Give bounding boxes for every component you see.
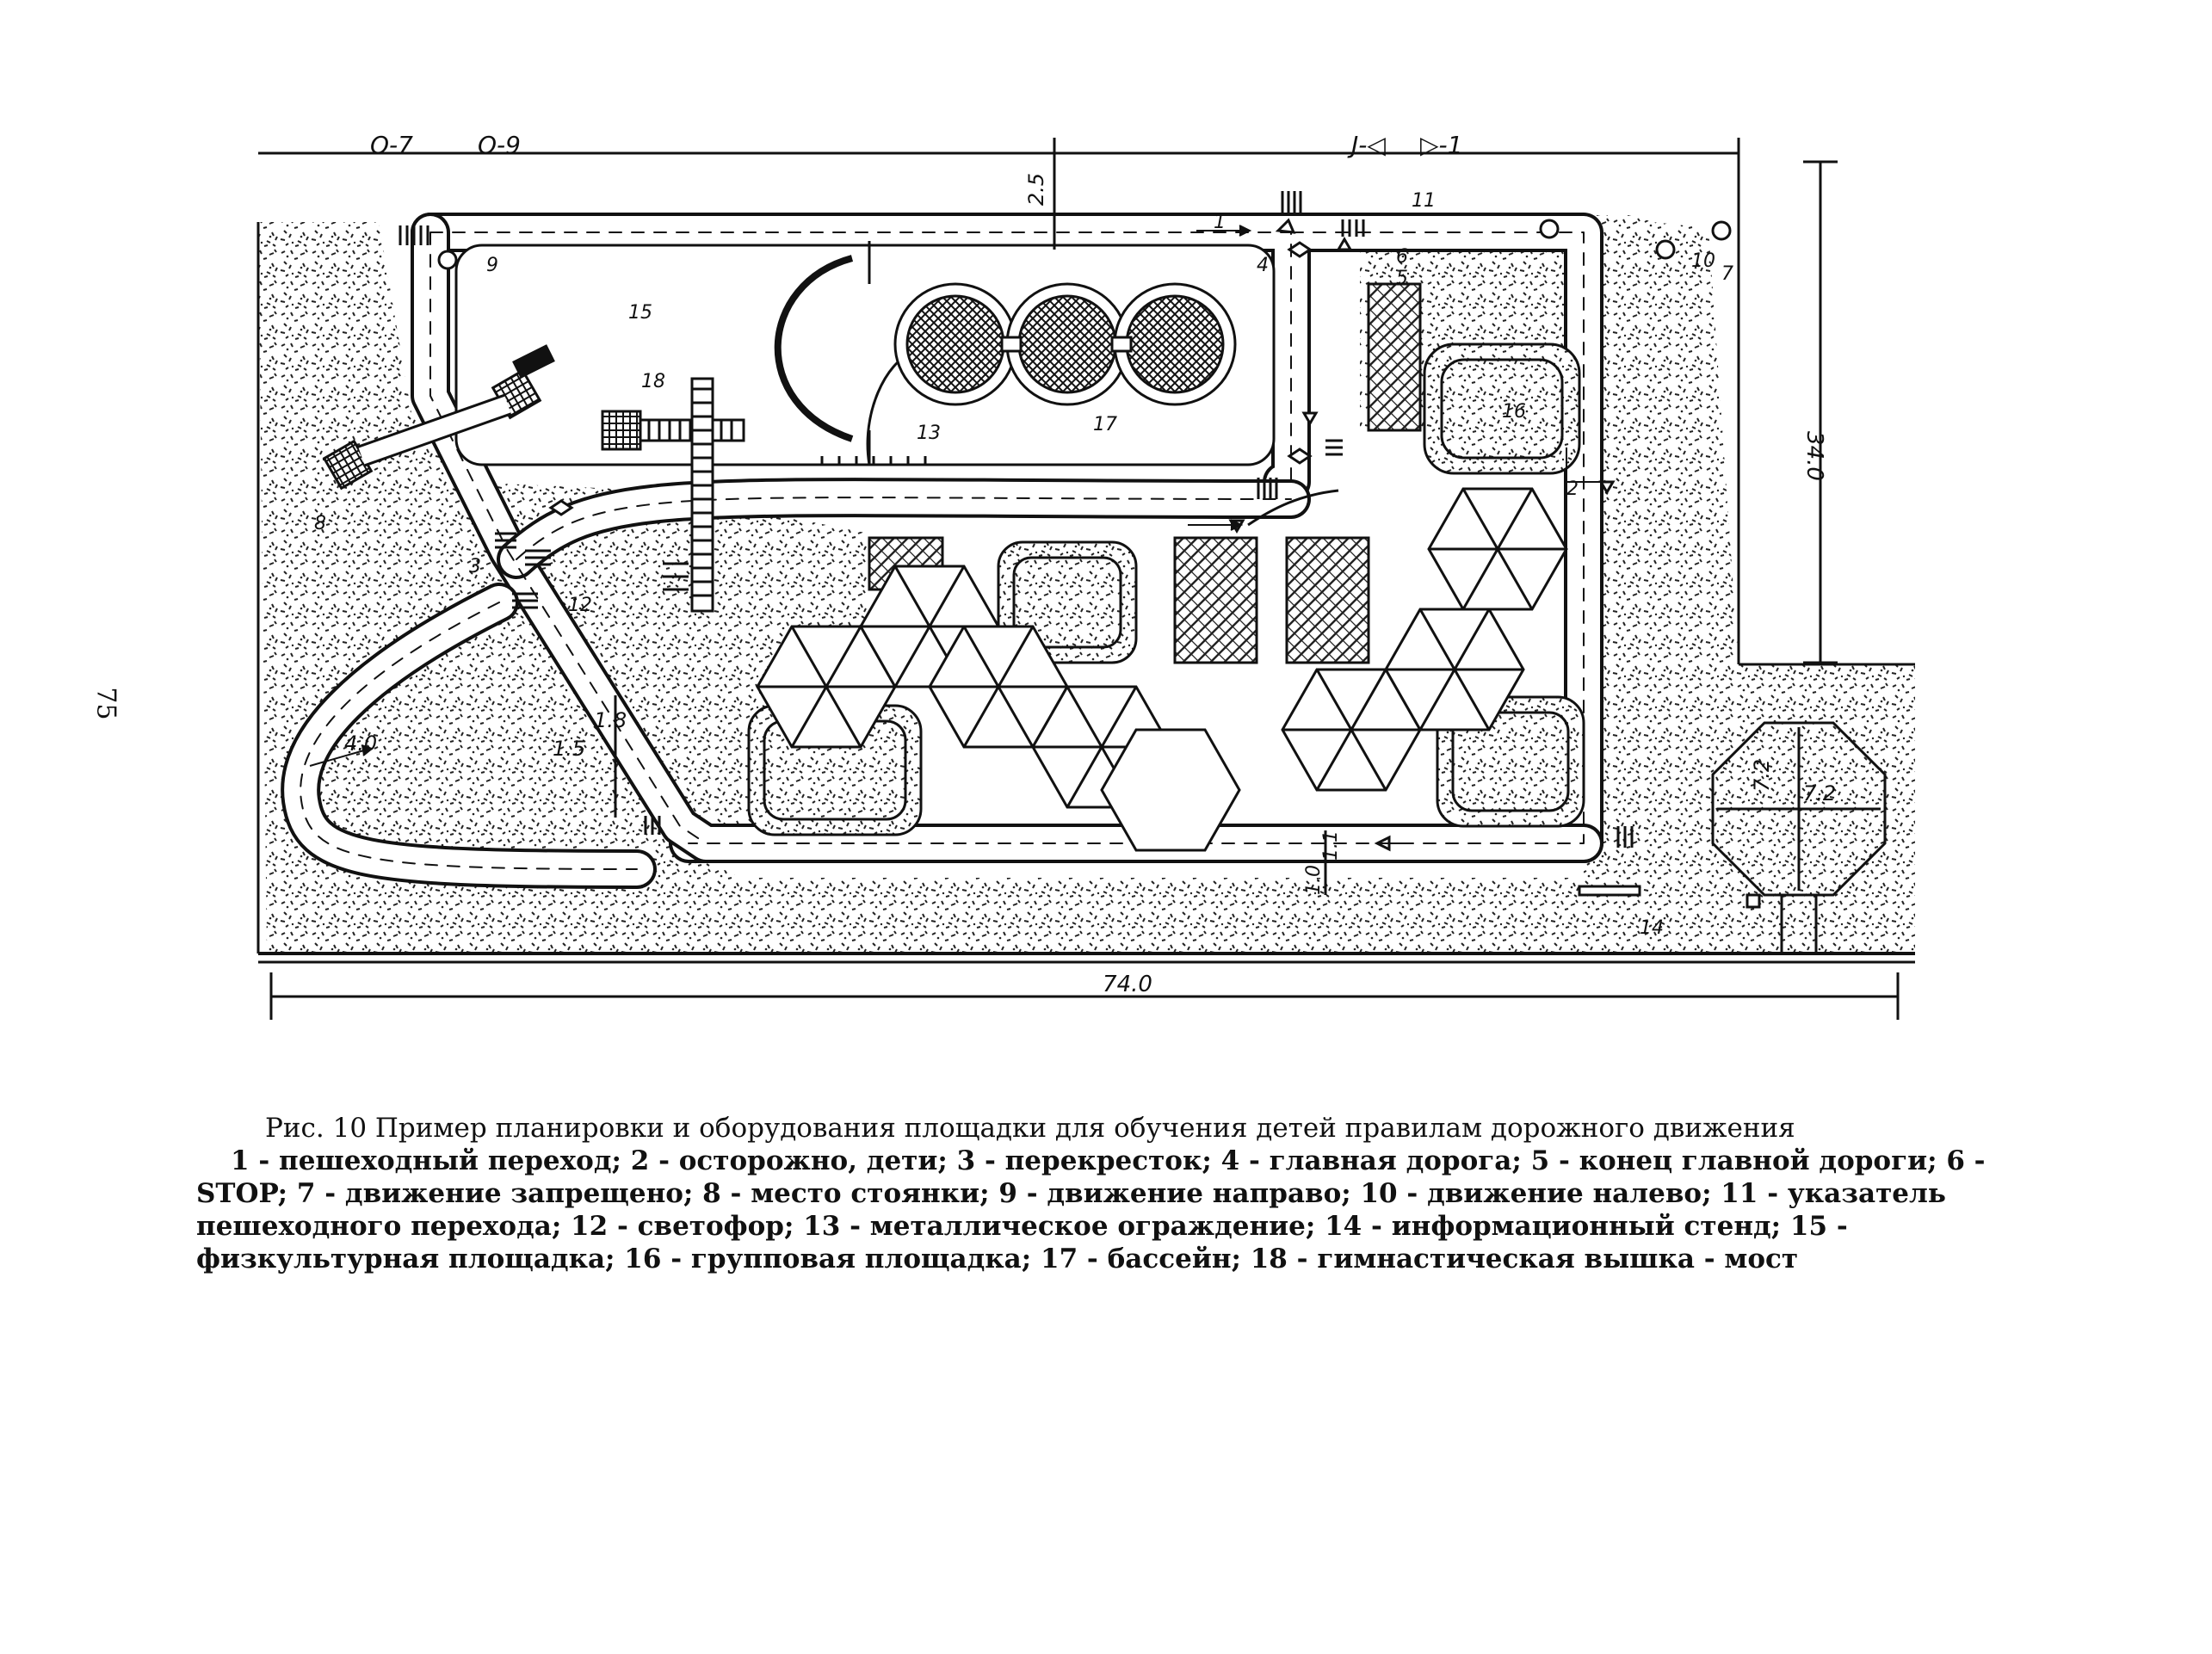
callout-14: 14 xyxy=(1640,917,1664,939)
figure-legend: 1 - пешеходный переход; 2 - осторожно, д… xyxy=(196,1145,1986,1274)
gym-tower-bridge xyxy=(601,377,745,613)
marker-top-right-b: ▷-1 xyxy=(1420,131,1462,159)
callout-11: 11 xyxy=(1412,190,1436,212)
callout-7: 7 xyxy=(1721,263,1733,285)
direction-arrows xyxy=(309,225,1601,844)
callout-17: 17 xyxy=(1093,414,1117,435)
dimension-bottom-lane-label: 1.0 xyxy=(1303,865,1325,895)
group-playgrounds xyxy=(747,343,1585,836)
octagon-stand xyxy=(1578,721,1887,954)
callout-10: 10 xyxy=(1691,250,1715,272)
dimension-octagon-h-label: 7.2 xyxy=(1750,759,1774,792)
dimension-lines xyxy=(269,138,1900,1020)
callout-labels: 1 2 3 4 5 6 7 8 9 10 11 12 13 14 15 16 1… xyxy=(314,190,1733,939)
dimension-crossing-a-label: 1.8 xyxy=(594,708,627,732)
callout-1: 1 xyxy=(1214,212,1226,233)
callout-15: 15 xyxy=(628,302,652,324)
callout-4: 4 xyxy=(1257,255,1269,276)
pools xyxy=(893,282,1237,406)
dimension-height-label: 34.0 xyxy=(1801,431,1827,481)
callout-12: 12 xyxy=(568,595,592,616)
site-boundary xyxy=(256,138,1915,964)
parking-blocks xyxy=(868,282,1422,664)
hexagon-paving-right xyxy=(1281,487,1568,792)
figure-caption: Рис. 10 Пример планировки и оборудования… xyxy=(265,1113,1795,1144)
marker-top-left-a: О-7 xyxy=(370,131,413,159)
callout-3: 3 xyxy=(469,556,481,577)
callout-8: 8 xyxy=(314,513,326,534)
marker-top-left-b: О-9 xyxy=(478,131,521,159)
callout-18: 18 xyxy=(641,371,665,392)
dimension-width-label: 74.0 xyxy=(1103,972,1152,997)
dimension-bottom-lane-b-label: 1.1 xyxy=(1320,830,1342,861)
dimension-radius-label: 4.0 xyxy=(344,731,377,756)
pedestrian-crossings xyxy=(399,191,1634,848)
arc-wall xyxy=(774,255,854,442)
gym-tower-diagonal xyxy=(322,344,555,491)
callout-6: 6 xyxy=(1396,246,1408,268)
hexagon-paving-left xyxy=(756,565,1241,852)
dimension-octagon-w-label: 7.2 xyxy=(1803,781,1836,805)
callout-16: 16 xyxy=(1502,401,1526,423)
marker-top-right-a: J-◁ xyxy=(1347,131,1386,159)
figure-caption-block: Рис. 10 Пример планировки и оборудования… xyxy=(196,1112,2012,1275)
page-number: 75 xyxy=(90,687,121,720)
dimension-crossing-b-label: 1.5 xyxy=(553,737,585,761)
callout-2: 2 xyxy=(1566,478,1579,500)
dimension-lane-label: 2.5 xyxy=(1024,173,1048,206)
callout-13: 13 xyxy=(917,423,941,444)
metal-fence xyxy=(818,456,1339,527)
callout-9: 9 xyxy=(486,255,498,276)
callout-5: 5 xyxy=(1396,268,1408,289)
